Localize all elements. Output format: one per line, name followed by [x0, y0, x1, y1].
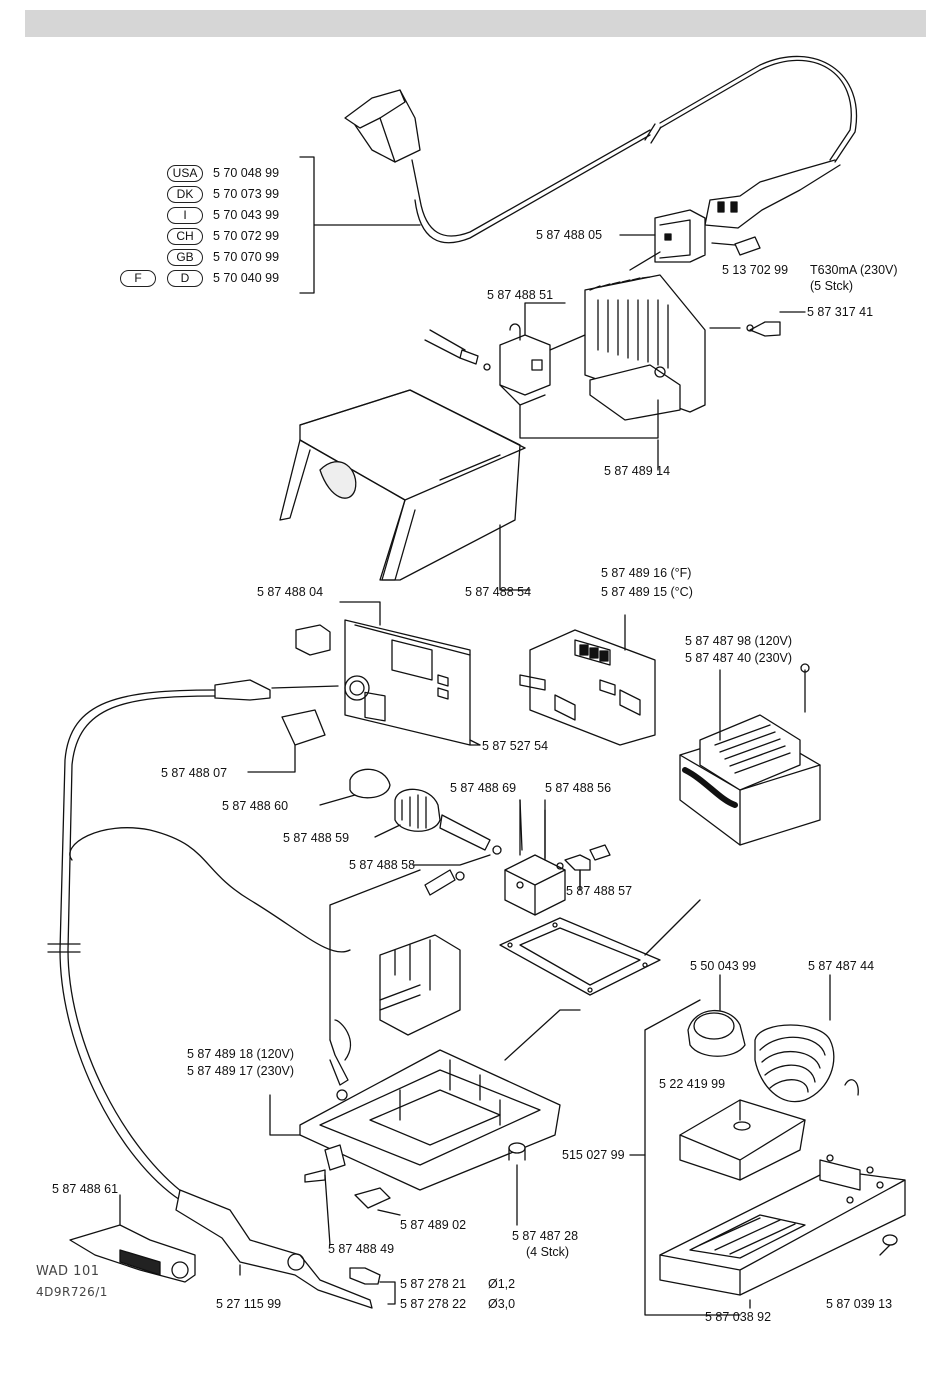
part-label: 5 87 278 22 [400, 1297, 467, 1311]
country-badge: DK [167, 186, 203, 203]
part-label: 5 87 489 17 (230V) [187, 1064, 295, 1078]
part-number: 5 70 043 99 [213, 208, 280, 222]
part-label: 5 87 488 07 [161, 766, 228, 780]
part-label: 5 87 488 05 [536, 228, 603, 242]
part-label: (5 Stck) [810, 279, 854, 293]
part-label: 5 27 115 99 [216, 1297, 282, 1311]
power-socket-drawing [619, 209, 761, 263]
part-number: 5 70 070 99 [213, 250, 280, 264]
variant-bracket [299, 156, 421, 294]
part-label: 5 87 038 92 [705, 1310, 772, 1324]
part-label: T630mA (230V) [810, 263, 898, 277]
part-label: 5 87 488 59 [283, 831, 350, 845]
housing-cover-drawing [279, 389, 531, 591]
part-number: 5 70 048 99 [213, 166, 280, 180]
gasket-drawing [499, 899, 701, 996]
part-number: 5 70 073 99 [213, 187, 280, 201]
part-label: 5 87 527 54 [482, 739, 549, 753]
country-badge: USA [167, 165, 203, 182]
part-label: 5 87 039 13 [826, 1297, 893, 1311]
transformer-drawing [679, 663, 821, 846]
country-badge: I [167, 207, 203, 224]
part-number: 5 70 072 99 [213, 229, 280, 243]
part-label: (4 Stck) [526, 1245, 570, 1259]
part-label: 5 87 487 40 (230V) [685, 651, 793, 665]
leader-lines [119, 242, 891, 1309]
part-label: 5 87 488 04 [257, 585, 324, 599]
part-label: 5 87 488 56 [545, 781, 612, 795]
part-label: 5 87 489 16 (°F) [601, 566, 692, 580]
header-bar [25, 10, 926, 37]
base-chassis-drawing [299, 869, 581, 1209]
part-label: 5 87 278 21 [400, 1277, 467, 1291]
part-label: 5 87 487 98 (120V) [685, 634, 793, 648]
part-label: 5 87 488 49 [328, 1242, 395, 1256]
part-label: Ø1,2 [488, 1277, 516, 1291]
display-pcb-drawing [519, 614, 656, 746]
part-label: Ø3,0 [488, 1297, 516, 1311]
model-code: 4D9R726/1 [36, 1285, 108, 1299]
part-label: 5 87 488 51 [487, 288, 554, 302]
country-badge: D [167, 270, 203, 287]
part-label: 5 87 487 44 [808, 959, 875, 973]
handpiece-hose-drawing [47, 679, 396, 1309]
model-name: WAD 101 [36, 1264, 100, 1279]
part-label: 5 87 489 02 [400, 1218, 467, 1232]
part-label: 5 87 487 28 [512, 1229, 579, 1243]
part-number: 5 70 040 99 [213, 271, 280, 285]
part-label: 5 87 489 14 [604, 464, 671, 478]
front-panel-drawing [281, 619, 481, 746]
power-cord-drawing [344, 55, 858, 244]
power-board-drawing [424, 251, 806, 439]
part-label: 5 87 317 41 [807, 305, 874, 319]
country-badge: F [120, 270, 156, 287]
part-label: 5 87 488 61 [52, 1182, 119, 1196]
part-label: 5 87 488 60 [222, 799, 289, 813]
part-label: 5 87 489 15 (°C) [601, 585, 693, 599]
country-badge: CH [167, 228, 203, 245]
part-label: 5 22 419 99 [659, 1077, 726, 1091]
part-label: 5 87 488 54 [465, 585, 532, 599]
country-badge: GB [167, 249, 203, 266]
tip-stand-drawing [644, 999, 906, 1316]
part-label: 5 13 702 99 [722, 263, 789, 277]
part-label: 5 87 488 57 [566, 884, 633, 898]
part-label: 5 50 043 99 [690, 959, 757, 973]
part-label: 515 027 99 [562, 1148, 625, 1162]
knob-valve-drawing [349, 768, 611, 916]
part-label: 5 87 488 69 [450, 781, 517, 795]
part-label: 5 87 489 18 (120V) [187, 1047, 295, 1061]
part-label: 5 87 488 58 [349, 858, 416, 872]
